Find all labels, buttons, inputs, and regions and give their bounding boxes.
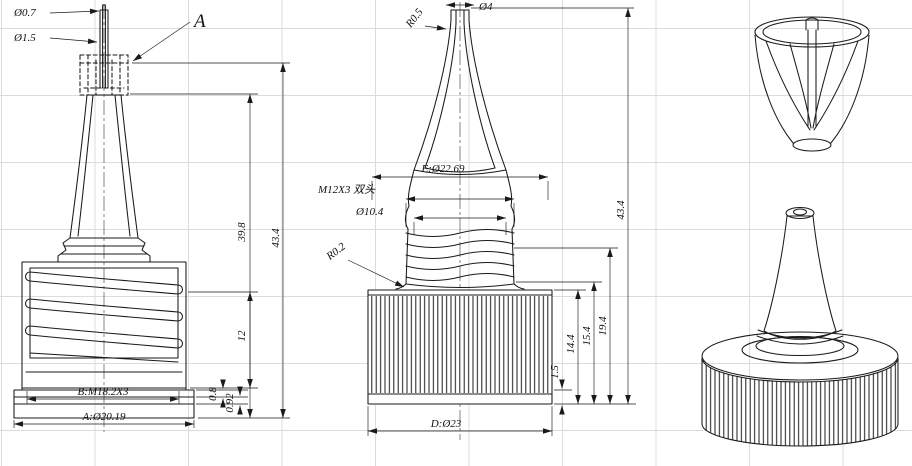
dim-overall-height: 43.4 — [615, 200, 627, 220]
cap-nozzle-cone — [763, 215, 837, 340]
dim-tip-outer: Ø1.5 — [13, 32, 36, 44]
dim-thread-section-height: 12 — [236, 330, 248, 342]
leader-base-fillet — [347, 259, 405, 288]
dim-base-dia: A:Ø20.19 — [81, 411, 126, 423]
tip-needle — [99, 4, 109, 89]
skirt-outline — [367, 289, 553, 405]
cap-tip-outer — [785, 206, 815, 220]
section-dimensions: Ø0.7 Ø1.5 A 43.4 39.8 12 0.8 0.92 B:M18.… — [13, 7, 290, 428]
cap-top-ring-inner — [755, 335, 845, 357]
dim-neck-thread: M12X3 双头 — [317, 183, 376, 196]
leader-detail-a — [132, 21, 191, 62]
dim-body-height: 39.8 — [236, 222, 248, 243]
dim-thread-height: 15.4 — [581, 326, 593, 346]
dim-thread-spec: B:M18.2X3 — [77, 386, 129, 398]
cap-tip-hole — [792, 208, 808, 216]
dim-neck-height: 19.4 — [597, 316, 609, 336]
skirt-rib-texture — [369, 296, 551, 393]
body-outline — [57, 94, 151, 263]
dim-cap-dia: D:Ø23 — [430, 418, 462, 430]
dim-thread-minor-dia: Ø10.4 — [355, 206, 384, 218]
section-view: Ø0.7 Ø1.5 A 43.4 39.8 12 0.8 0.92 B:M18.… — [13, 4, 290, 432]
ribbed-skirt — [367, 289, 553, 405]
insert-rim-inner — [762, 19, 862, 45]
insert-rim-outer — [754, 16, 870, 48]
insert-profile — [754, 34, 870, 144]
dim-lip-step-b: 0.92 — [224, 393, 236, 413]
leader-tip-outer — [49, 37, 98, 45]
dim-lip-step-a: 0.8 — [207, 387, 219, 401]
cap-skirt-outline — [701, 357, 899, 447]
leader-tip-bore — [49, 8, 100, 15]
dim-overall-height: 43.4 — [270, 228, 282, 248]
insert-base — [792, 138, 832, 152]
internal-thread-profile — [24, 271, 184, 363]
insert-petals — [765, 17, 859, 131]
dim-tip-dia: Ø4 — [478, 1, 493, 13]
dim-shoulder-dia: E:Ø22.69 — [420, 163, 465, 175]
cap-top-face — [701, 331, 899, 381]
iso-view-insert — [754, 16, 870, 152]
detail-callout-label: A — [192, 11, 206, 32]
cap-nozzle-bead — [756, 329, 844, 345]
neck-thread-profile — [395, 228, 525, 290]
dim-skirt-height: 14.4 — [565, 334, 577, 354]
extension-lines — [367, 7, 636, 436]
front-view: Ø4 R0.5 E:Ø22.69 M12X3 双头 Ø10.4 R0.2 1.5… — [317, 1, 636, 440]
dim-tip-bore: Ø0.7 — [13, 7, 36, 19]
dim-rim-height: 1.5 — [549, 365, 561, 379]
leader-tip-fillet — [424, 24, 447, 31]
